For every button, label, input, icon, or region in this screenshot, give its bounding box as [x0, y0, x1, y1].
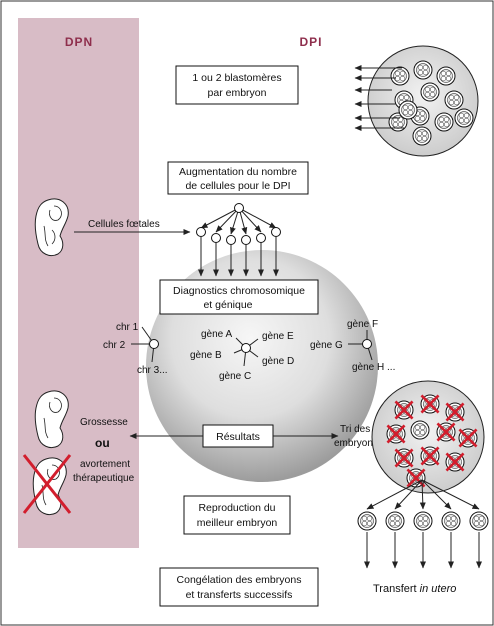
label-gene-c: gène C — [219, 371, 251, 382]
blastomeres-line2: par embryon — [208, 87, 267, 99]
embryo — [436, 66, 456, 86]
label-ou: ou — [95, 436, 110, 450]
daughter-cell — [271, 227, 281, 237]
congelation-line2: et transferts successifs — [186, 589, 293, 601]
embryo — [413, 511, 433, 531]
rejected-embryo — [458, 428, 478, 448]
label-tri-2: embryons — [334, 438, 378, 449]
diagnostics-line2: et génique — [203, 299, 252, 311]
label-avortement-2: thérapeutique — [73, 473, 135, 484]
blastomeres-line1: 1 ou 2 blastomères — [192, 72, 281, 84]
congelation-box — [159, 567, 319, 607]
cell-multiplication-tree — [196, 203, 281, 277]
dpn-band — [18, 18, 139, 548]
augmentation-box — [167, 161, 309, 195]
embryo — [412, 126, 432, 146]
daughter-cell — [211, 233, 221, 243]
reproduction-line1: Reproduction du — [198, 502, 275, 514]
embryo — [454, 108, 474, 128]
label-gene-f: gène F — [347, 319, 378, 330]
augmentation-line1: Augmentation du nombre — [179, 166, 297, 178]
embryo — [410, 420, 430, 440]
transfert-italic: in utero — [420, 583, 457, 595]
reproduction-line2: meilleur embryon — [197, 517, 278, 529]
embryo — [420, 82, 440, 102]
embryo-cluster-sorted — [371, 380, 485, 494]
transfert-text: Transfert — [373, 583, 420, 595]
label-gene-e: gène E — [262, 331, 294, 342]
label-gene-d: gène D — [262, 356, 294, 367]
label-transfert: Transfert in utero — [373, 583, 456, 595]
rejected-embryo — [445, 402, 465, 422]
daughter-cell — [241, 235, 251, 245]
label-chr1: chr 1 — [116, 322, 139, 333]
daughter-cell — [196, 227, 206, 237]
rejected-embryo — [445, 452, 465, 472]
daughter-cell — [226, 235, 236, 245]
selection-arrow — [366, 479, 423, 510]
rejected-embryo — [420, 446, 440, 466]
embryo-cluster-top — [354, 45, 479, 157]
embryo — [357, 511, 377, 531]
reproduction-box — [183, 495, 291, 535]
label-tri-1: Tri des — [340, 424, 370, 435]
embryo — [469, 511, 489, 531]
selection-arrow — [419, 479, 426, 510]
label-grossesse: Grossesse — [80, 417, 128, 428]
fetus-icon-avortement — [22, 454, 72, 516]
mother-cell — [234, 203, 244, 213]
embryo — [390, 66, 410, 86]
rejected-embryo — [386, 424, 406, 444]
label-avortement-1: avortement — [80, 459, 130, 470]
daughter-cell — [256, 233, 266, 243]
label-chr3: chr 3... — [137, 365, 168, 376]
gene-node-center — [233, 337, 259, 367]
selected-embryos-row — [357, 479, 489, 569]
header-dpi: DPI — [299, 35, 322, 49]
embryo — [441, 511, 461, 531]
header-dpn: DPN — [65, 35, 93, 49]
selection-arrow — [421, 479, 452, 510]
embryo — [398, 100, 418, 120]
embryo — [385, 511, 405, 531]
label-gene-b: gène B — [190, 350, 222, 361]
congelation-line1: Congélation des embryons — [177, 574, 302, 586]
label-gene-g: gène G — [310, 340, 343, 351]
label-gene-a: gène A — [201, 329, 232, 340]
fetus-icon-top — [34, 198, 69, 257]
rejected-embryo — [394, 400, 414, 420]
blastomeres-box — [175, 65, 299, 105]
rejected-embryo — [436, 422, 456, 442]
fetus-icon-grossesse — [34, 390, 69, 449]
embryo — [434, 112, 454, 132]
selection-arrow — [421, 479, 480, 510]
rejected-embryo — [420, 394, 440, 414]
resultats-label: Résultats — [216, 431, 260, 443]
embryo — [413, 60, 433, 80]
cellules-foetales-label: Cellules fœtales — [88, 219, 160, 230]
diagnostics-box — [159, 279, 319, 315]
rejected-embryo — [394, 448, 414, 468]
augmentation-line2: de cellules pour le DPI — [185, 180, 290, 192]
embryo — [444, 90, 464, 110]
chromosome-node — [131, 326, 159, 363]
gene-node-right — [348, 330, 373, 361]
diagnostics-line1: Diagnostics chromosomique — [173, 285, 305, 297]
selection-arrow — [394, 479, 423, 510]
label-chr2: chr 2 — [103, 340, 126, 351]
label-gene-h: gène H ... — [352, 362, 395, 373]
